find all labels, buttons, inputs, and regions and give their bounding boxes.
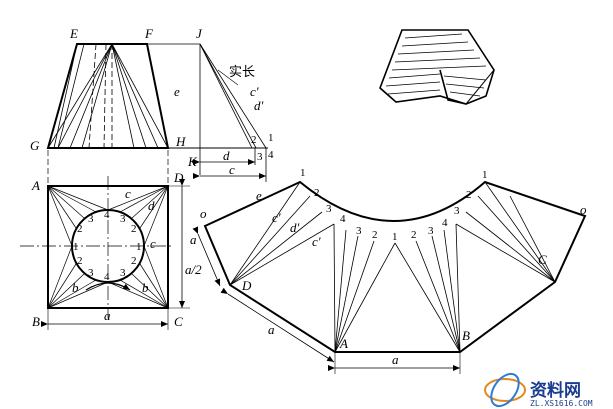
- label-c-prime-dev-2: c′: [312, 234, 321, 249]
- watermark-logo: 资料网 ZL.XS1616.COM: [484, 372, 593, 408]
- arc-num-9: 3: [120, 267, 126, 279]
- label-F: F: [144, 26, 154, 41]
- dev-num-11: 3: [454, 205, 460, 217]
- label-A-top: A: [31, 178, 40, 193]
- label-c-prime-dev: c′: [272, 210, 281, 225]
- true-length-label: 实长: [229, 65, 255, 80]
- label-d-prime: d′: [254, 98, 264, 113]
- label-e-dev: e: [256, 188, 262, 203]
- label-J: J: [196, 26, 203, 41]
- arc-num-2: 2: [77, 223, 83, 235]
- front-view: [46, 43, 268, 182]
- top-labels: A D B C 1 2 3 4 3 2 1 2 3 4 3 2 c d b b …: [31, 170, 202, 329]
- dev-num-2: 2: [314, 187, 320, 199]
- dev-num-3: 3: [326, 203, 332, 215]
- label-o-left: o: [200, 206, 207, 221]
- label-B-dev: B: [462, 328, 470, 343]
- dim-a-dev-bottom: a: [392, 352, 399, 367]
- label-C-dev: C: [538, 252, 547, 267]
- label-c-top: c: [125, 186, 131, 201]
- development-labels: o o e c′ d′ c′ 1 2 3 4 3 2 1 2 3 4 3 2 1…: [200, 167, 587, 367]
- dim-d-front: d: [223, 148, 230, 163]
- dev-num-10: 4: [442, 217, 448, 229]
- dev-num-9: 3: [428, 225, 434, 237]
- dim-a-dev-left: a: [268, 322, 275, 337]
- arc-num-3: 3: [88, 213, 94, 225]
- label-2-front: 2: [251, 134, 257, 146]
- dev-num-8: 2: [411, 229, 417, 241]
- label-D-dev: D: [241, 278, 252, 293]
- label-H: H: [175, 134, 186, 149]
- front-hidden-lines: [88, 43, 113, 149]
- arc-num-12: 2: [77, 255, 83, 267]
- dev-num-6: 2: [372, 229, 378, 241]
- dev-num-13: 1: [482, 169, 488, 181]
- label-D-top: D: [173, 170, 184, 185]
- arc-num-10: 4: [104, 271, 110, 283]
- label-G: G: [30, 138, 40, 153]
- watermark-url: ZL.XS1616.COM: [530, 399, 593, 408]
- label-e-front: e: [174, 84, 180, 99]
- arc-num-4: 4: [104, 209, 110, 221]
- front-labels: E F J G H K e 实长 c′ d′ 2 1 3 4 d c: [30, 26, 274, 177]
- development: [192, 180, 587, 374]
- label-C-top: C: [174, 314, 183, 329]
- front-fan-lines: [47, 43, 169, 149]
- development-fan: [229, 181, 556, 353]
- label-d-prime-dev: d′: [290, 220, 300, 235]
- label-d-top: d: [148, 198, 155, 213]
- label-c-prime: c′: [250, 84, 259, 99]
- dev-num-12: 2: [466, 189, 472, 201]
- development-outline: [203, 180, 587, 353]
- top-fan-lines: [47, 185, 169, 309]
- dev-num-4: 4: [340, 213, 346, 225]
- arc-num-5: 3: [120, 213, 126, 225]
- label-K: K: [187, 154, 198, 169]
- label-b-top-left: b: [72, 280, 79, 295]
- dev-num-1: 1: [300, 167, 306, 179]
- arc-num-6: 2: [131, 223, 137, 235]
- arc-num-11: 3: [88, 267, 94, 279]
- label-E: E: [69, 26, 78, 41]
- label-B-top: B: [32, 314, 40, 329]
- dim-a-half: a/2: [185, 262, 202, 277]
- arc-num-7: 1: [136, 241, 142, 253]
- label-b-top-right: b: [142, 280, 149, 295]
- arc-num-8: 2: [131, 255, 137, 267]
- dev-num-5: 3: [356, 225, 362, 237]
- label-3-front: 3: [257, 151, 263, 163]
- dim-c-front: c: [229, 162, 235, 177]
- dim-a-top: a: [104, 308, 111, 323]
- watermark-brand: 资料网: [530, 380, 581, 401]
- label-1-front: 1: [268, 132, 274, 144]
- label-o-right: o: [580, 202, 587, 217]
- arc-num-1: 1: [73, 241, 79, 253]
- dev-num-7: 1: [392, 231, 398, 243]
- dim-a-side: a: [190, 232, 197, 247]
- top-view: [20, 150, 190, 330]
- label-4-front: 4: [268, 149, 274, 161]
- label-c-side: c: [150, 236, 156, 251]
- pictorial-view: [379, 29, 495, 105]
- label-A-dev: A: [339, 336, 348, 351]
